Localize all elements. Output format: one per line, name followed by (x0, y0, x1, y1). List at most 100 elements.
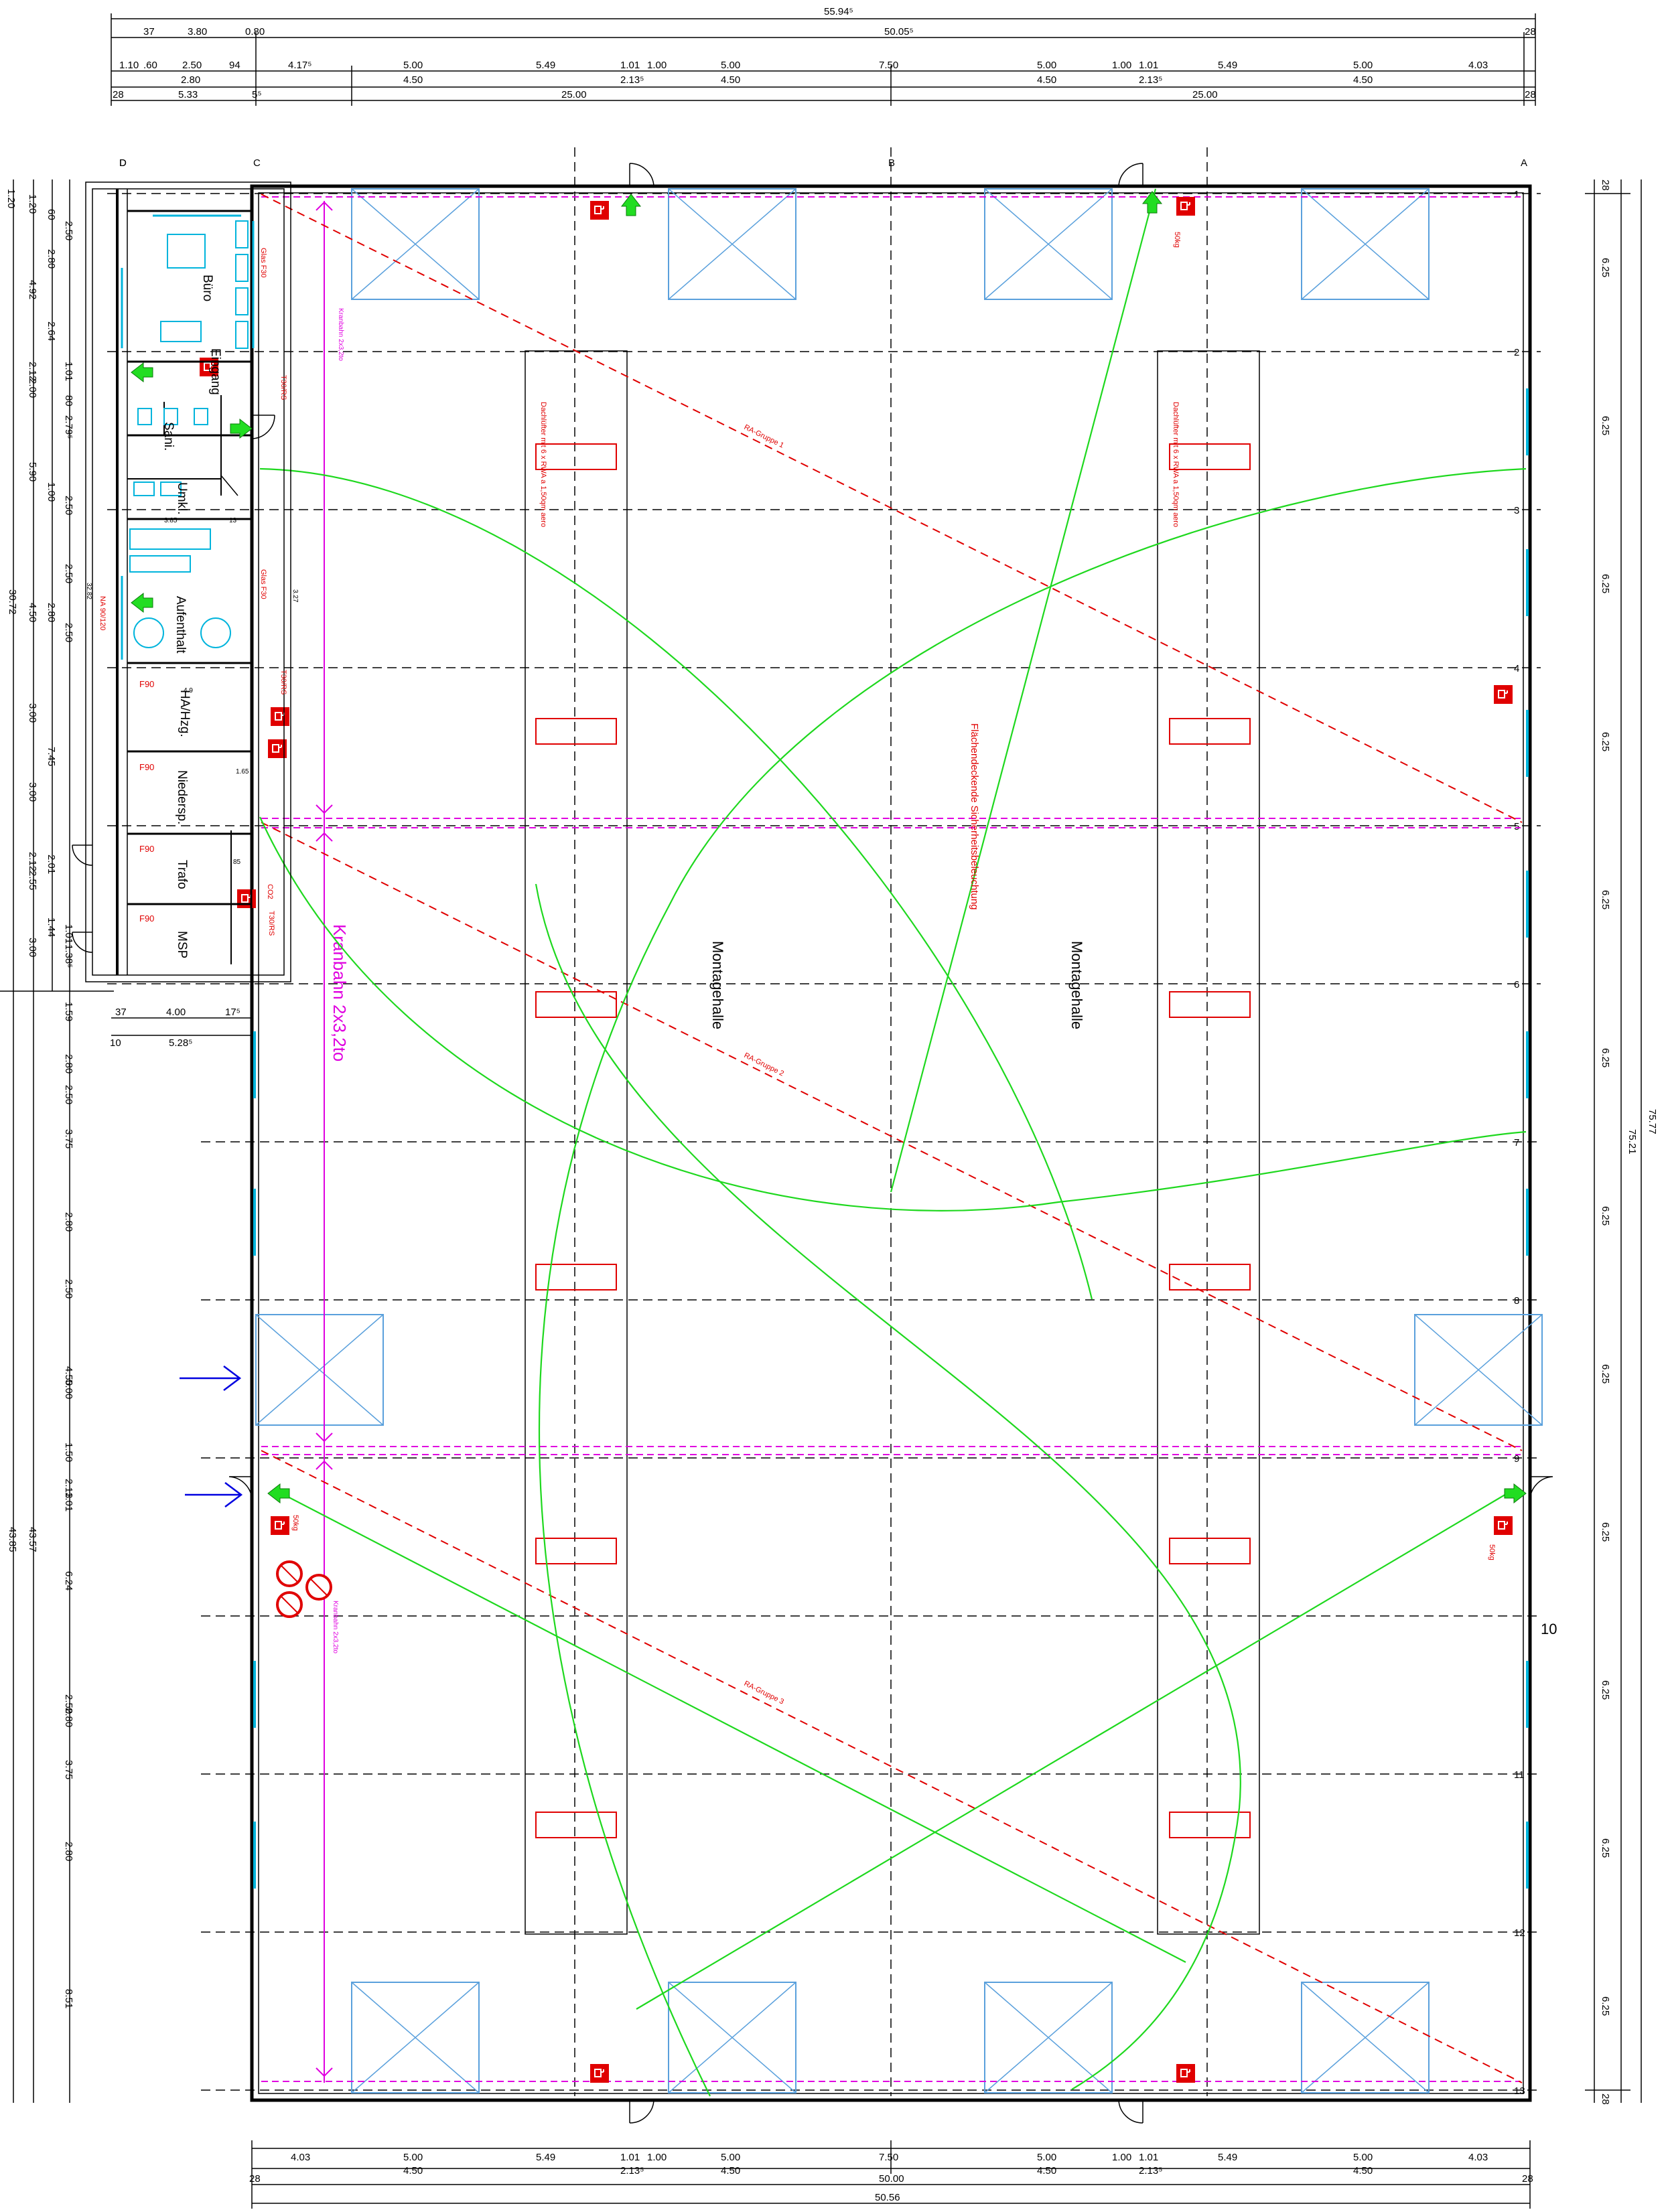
room-trafo: Trafo (175, 860, 189, 889)
bd-r1-5: 5.00 (721, 2152, 740, 2163)
bd-r1-0: 4.03 (291, 2152, 310, 2163)
roof-fan-strips (525, 350, 1260, 1935)
ld-b-3: 80 (63, 395, 74, 407)
dim-top-mid: 50.05⁵ (884, 26, 914, 38)
bd-r2-4: 2.13⁵ (1139, 2165, 1162, 2177)
ld-l-5: 2.50 (63, 1279, 74, 1299)
dim-top-r2-12: 1.00 (1112, 60, 1131, 71)
bd-r1-1: 5.00 (403, 2152, 423, 2163)
annex-dim-327: 3.27 (291, 589, 299, 603)
dim-top-r2-4: 4.17⁵ (288, 60, 311, 71)
f90-2: F90 (139, 762, 154, 772)
exit-signs-annex (131, 362, 253, 613)
dim-top-r4-3: 25.00 (561, 89, 587, 100)
left-dims-upper: 1.20 30.72 1.20 2.80 4.92 2.64 2.12 2.00… (5, 189, 74, 968)
dim-top-overall: 55.94⁵ (824, 6, 853, 17)
bd-r2-5: 4.50 (1353, 2165, 1373, 2177)
fire-extinguishers (199, 196, 1513, 2083)
axis-num-4: 4 (1514, 663, 1519, 674)
entry-arrows (180, 1366, 243, 1507)
annex-dim-13: 13 (229, 517, 237, 524)
dim-top-r3-6: 4.50 (1353, 74, 1373, 86)
f90-1: F90 (139, 679, 154, 689)
ld-a-9: 2.80 (46, 603, 57, 622)
rd-outer: 75.77 (1647, 1109, 1658, 1134)
ld-a-3: 2.64 (46, 321, 57, 341)
axis-num-8: 8 (1514, 1295, 1519, 1307)
bd-r1-7: 5.00 (1037, 2152, 1056, 2163)
axis-num-6: 6 (1514, 979, 1519, 990)
ld-b-10: 1.38⁵ (63, 944, 74, 968)
ld-a-12: 3.00 (27, 782, 38, 802)
dim-top-r4-5: 28 (1525, 89, 1536, 100)
axis-num-2: 2 (1514, 347, 1519, 358)
ext-50kg-2: 50kg (1488, 1544, 1496, 1560)
rwa-openings (535, 443, 1251, 1838)
axis-num-3: 3 (1514, 505, 1519, 516)
bd-r1-9: 1.01 (1139, 2152, 1158, 2163)
rd-7: 6.25 (1600, 1364, 1611, 1384)
rd-2: 6.25 (1600, 574, 1611, 593)
rd-4: 6.25 (1600, 890, 1611, 909)
ra-group-lines (261, 194, 1523, 2083)
axis-num-9: 9 (1514, 1453, 1519, 1465)
dim-top-r2-11: 5.00 (1037, 60, 1056, 71)
axis-numbers: 1 2 3 4 5 6 7 8 9 10 11 12 13 (1514, 189, 1557, 2097)
ld-a-8: 4.50 (27, 603, 38, 622)
top-dimension-chains (111, 13, 1536, 106)
ld-l-6: 4.50 (63, 1366, 74, 1386)
office-furniture (129, 220, 249, 648)
ld-b-2: 1.01 (63, 362, 74, 381)
room-niedersp: Niedersp. (175, 770, 189, 824)
dim-top-r1-1: 3.80 (188, 26, 207, 38)
hall-doors (228, 163, 1553, 2124)
bd-r1-2: 5.49 (536, 2152, 555, 2163)
annex-axis-d: D (119, 157, 127, 169)
label-t30-2: T30/RS (279, 670, 287, 694)
ld-l-7: 5.00 (63, 1380, 74, 1399)
left-dims-lower: 43.85 43.57 1.59 2.80 2.50 3.75 2.80 2.5… (7, 1002, 74, 2008)
room-eingang: Eingang (208, 348, 222, 395)
hall-label-left: Montagehalle (709, 941, 726, 1029)
label-glas-2: Glas F30 (259, 569, 267, 599)
ld-l-8: 1.50 (63, 1443, 74, 1462)
rd-end-bottom: 28 (1600, 2093, 1611, 2105)
roof-fan-label-left: Dachlüfter mit 6 x RWA a 1,50qm aero (539, 402, 547, 527)
bd-r1-10: 5.49 (1218, 2152, 1237, 2163)
bottom-dimension-chains (251, 2140, 1531, 2209)
axis-label-c: C (253, 157, 261, 169)
ld-l-9: 2.13 (63, 1479, 74, 1498)
rd-1: 6.25 (1600, 416, 1611, 435)
label-glas-1: Glas F30 (259, 248, 267, 278)
axis-num-11: 11 (1514, 1769, 1525, 1781)
dim-top-r2-6: 5.49 (536, 60, 555, 71)
axis-label-d: D (119, 157, 127, 169)
ld-a-10: 3.00 (27, 703, 38, 723)
annex-dim-85: 85 (233, 859, 241, 866)
ld-l-2: 2.50 (63, 1085, 74, 1104)
dim-top-r3-0: 2.80 (181, 74, 200, 86)
label-co2: CO2 (266, 884, 274, 899)
dim-top-right-end: 28 (1525, 26, 1536, 38)
dim-top-r3-3: 4.50 (721, 74, 740, 86)
axis-num-12: 12 (1514, 1927, 1525, 1939)
ld-inner-bottom: 43.57 (27, 1527, 38, 1552)
dim-top-r3-4: 4.50 (1037, 74, 1056, 86)
bd-overall: 50.56 (875, 2192, 900, 2203)
rd-5: 6.25 (1600, 1048, 1611, 1067)
dim-top-r2-16: 4.03 (1468, 60, 1488, 71)
hall-walls (250, 184, 1532, 2102)
ld-l-15: 2.80 (63, 1842, 74, 1861)
dim-top-r4-4: 25.00 (1192, 89, 1218, 100)
annex-doors (72, 415, 275, 953)
prohibition-signs (276, 1560, 332, 1618)
annex-w-17: 17⁵ (225, 1007, 240, 1018)
hall-label-right: Montagehalle (1068, 941, 1085, 1029)
room-buero: Büro (200, 275, 214, 301)
bd-r2-3: 4.50 (1037, 2165, 1056, 2177)
annex-dim-49: 4.9 (184, 687, 193, 694)
f90-3: F90 (139, 844, 154, 854)
ld-outer-bottom: 43.85 (7, 1527, 18, 1552)
ld-a-2: 4.92 (27, 280, 38, 299)
ld-l-13: 2.80 (63, 1708, 74, 1727)
